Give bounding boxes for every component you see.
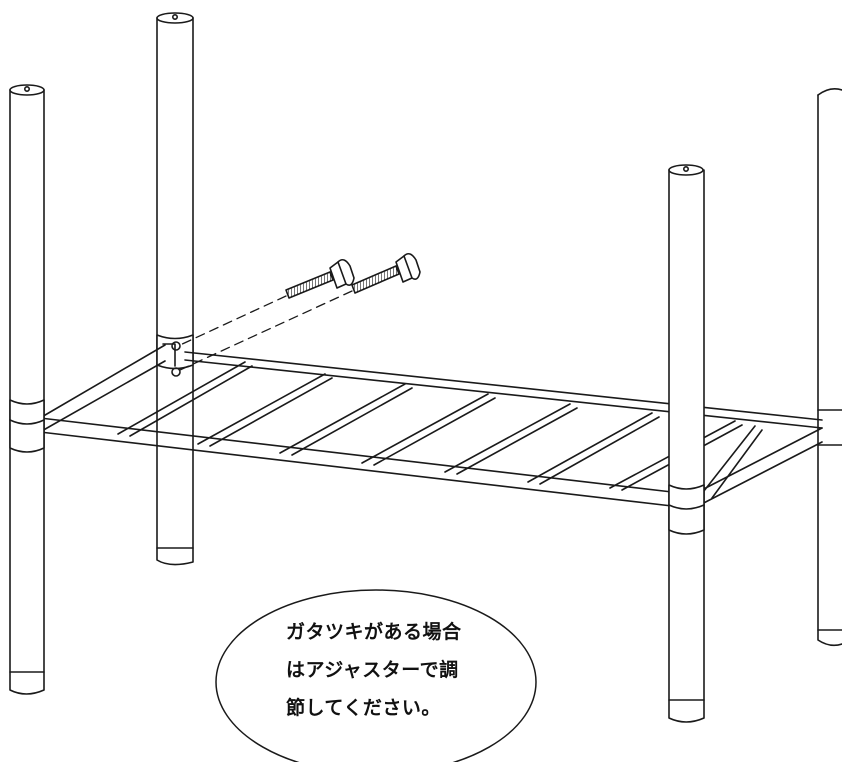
callout-bubble [215,589,537,762]
cross-bar-3 [279,383,413,456]
cross-bar-8 [699,425,763,499]
pole-back-right [817,88,842,647]
screw-1 [285,258,355,299]
shelf-frame [39,344,823,509]
pole-front-left [9,84,45,695]
pole-back-left [156,12,194,566]
cross-bar-4 [361,393,496,466]
pole-front-right [668,164,705,723]
cross-bar-6 [527,412,660,485]
collar-joint-front-right [668,484,705,535]
note-line-2: はアジャスターで調 [286,659,459,681]
guide-lines [177,290,353,371]
note-line-1: ガタツキがある場合 [286,621,462,643]
screw-2 [351,252,421,294]
note-line-3: 節してください。 [286,697,441,719]
cross-bar-5 [444,403,578,475]
cross-bar-1 [117,361,253,437]
collar-joint-back-right [817,409,842,446]
cross-bar-2 [197,373,333,447]
collar-joint-front-left [9,399,45,453]
